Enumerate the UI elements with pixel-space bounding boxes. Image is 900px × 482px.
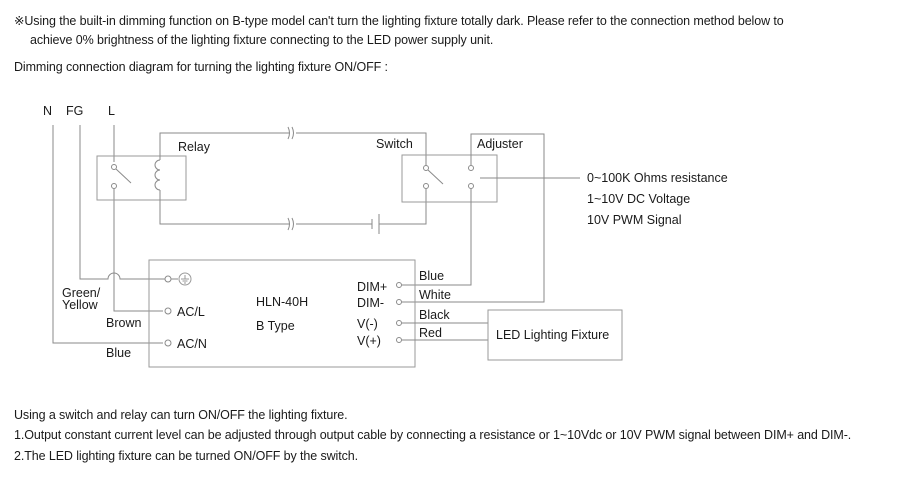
relay-label: Relay <box>178 140 211 154</box>
wire-break-top-icon <box>287 126 294 140</box>
note-text-1: Using the built-in dimming function on B… <box>24 14 784 28</box>
ac-l-terminal <box>164 307 172 315</box>
v-plus-label: V(+) <box>357 334 381 348</box>
wire-break-bottom-icon <box>287 217 294 231</box>
v-plus-terminal <box>396 337 402 343</box>
v-minus-terminal <box>396 320 402 326</box>
wire-earth <box>79 125 178 280</box>
wire-dim-minus <box>402 133 545 303</box>
switch-arm <box>427 169 444 185</box>
adjuster-terminal-bottom <box>468 183 474 189</box>
ac-n-terminal <box>164 339 172 347</box>
adjuster-option-2: 10V PWM Signal <box>587 213 681 227</box>
wire-line-to-psu <box>113 189 163 312</box>
diagram-title: Dimming connection diagram for turning t… <box>14 60 388 74</box>
led-fixture-label: LED Lighting Fixture <box>496 328 609 342</box>
footer-intro: Using a switch and relay can turn ON/OFF… <box>14 408 348 422</box>
wire-neutral <box>52 125 163 344</box>
v-minus-label: V(-) <box>357 317 378 331</box>
dim-plus-terminal <box>396 282 402 288</box>
psu-box <box>148 259 416 368</box>
wire-label-red: Red <box>419 326 442 340</box>
ac-n-label: AC/N <box>177 337 207 351</box>
adjuster-option-1: 1~10V DC Voltage <box>587 192 690 206</box>
relay-contact-bottom <box>111 183 117 189</box>
note-symbol: ※ <box>14 14 25 28</box>
wire-coil-top <box>159 132 427 171</box>
footer-item-1: 1.Output constant current level can be a… <box>14 428 852 442</box>
relay-coil-icon <box>154 159 161 191</box>
wire-label-blue-in: Blue <box>106 346 131 360</box>
mains-l-label: L <box>108 104 115 118</box>
wire-label-brown: Brown <box>106 316 141 330</box>
switch-contact-bottom <box>423 183 429 189</box>
note-line-1: ※Using the built-in dimming function on … <box>14 13 784 28</box>
dim-plus-label: DIM+ <box>357 280 387 294</box>
dim-minus-terminal <box>396 299 402 305</box>
wire-dim-plus <box>402 189 472 286</box>
led-fixture-box <box>487 309 623 361</box>
earth-icon <box>178 272 192 286</box>
wire-label-green-yellow-2: Yellow <box>62 298 99 312</box>
adjuster-label: Adjuster <box>477 137 523 151</box>
note-line-2: achieve 0% brightness of the lighting fi… <box>30 33 494 47</box>
dim-minus-label: DIM- <box>357 296 384 310</box>
wire-label-black: Black <box>419 308 450 322</box>
mains-fg-label: FG <box>66 104 83 118</box>
ac-l-label: AC/L <box>177 305 205 319</box>
wire-label-green-yellow-1: Green/ <box>62 286 101 300</box>
wire-label-blue-out: Blue <box>419 269 444 283</box>
wire-label-white: White <box>419 288 451 302</box>
adjuster-option-0: 0~100K Ohms resistance <box>587 171 728 185</box>
switch-label: Switch <box>376 137 413 151</box>
relay-contact-top <box>111 164 117 170</box>
adjuster-terminal-top <box>468 165 474 171</box>
footer-item-2: 2.The LED lighting fixture can be turned… <box>14 449 358 463</box>
psu-model: HLN-40H <box>256 295 308 309</box>
switch-contact-top <box>423 165 429 171</box>
mains-n-label: N <box>43 104 52 118</box>
earth-terminal <box>164 275 172 283</box>
relay-contact-arm <box>115 168 132 184</box>
wire-coil-bottom <box>159 189 427 225</box>
relay-box <box>96 155 187 201</box>
psu-type: B Type <box>256 319 295 333</box>
